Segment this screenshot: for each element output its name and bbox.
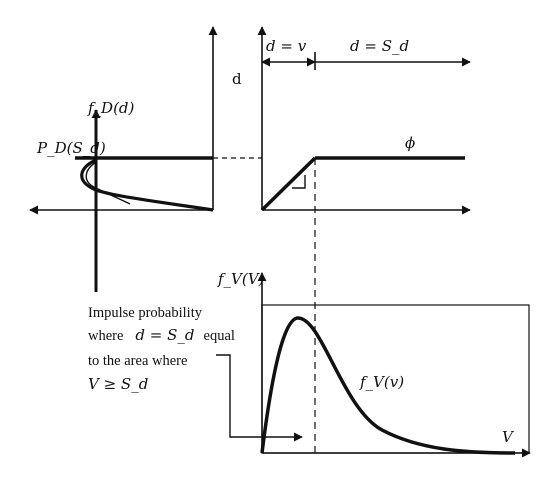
left-panel [29,26,218,292]
fv-density-curve [260,316,516,455]
fv-curve-label: f_V(v) [359,373,404,391]
note-line-4: V ≥ S_d [88,375,148,393]
labels: d f_D(d) P_D(S_d) d = v d = S_d ϕ f_V(V)… [36,37,515,446]
slope-marker [292,175,306,189]
note-line-2: where d = S_d equal [88,326,235,344]
impulse-note: Impulse probability where d = S_d equal … [88,305,235,393]
right-panel [257,26,471,215]
note-line-3-backing [88,351,216,369]
fd-thick-curve [80,158,214,212]
d-axis-label: d [232,70,242,88]
note-line-1: Impulse probability [88,305,203,321]
note-line-2-suffix: equal [204,328,235,344]
note-line-2-prefix: where [88,328,123,344]
fd-thin-curve [85,161,131,205]
d-eq-v-label: d = v [266,37,307,55]
fd-label: f_D(d) [87,99,135,117]
v-axis-label: V [502,428,515,446]
note-line-3: to the area where [88,353,187,369]
note-line-2-math: d = S_d [135,326,194,344]
fv-axis-label: f_V(V) [217,270,265,288]
phi-label: ϕ [405,134,415,152]
bounding-box [261,304,530,454]
phi-ramp-line [260,156,317,212]
pd-label: P_D(S_d) [36,139,106,157]
d-eq-sd-label: d = S_d [350,37,409,55]
